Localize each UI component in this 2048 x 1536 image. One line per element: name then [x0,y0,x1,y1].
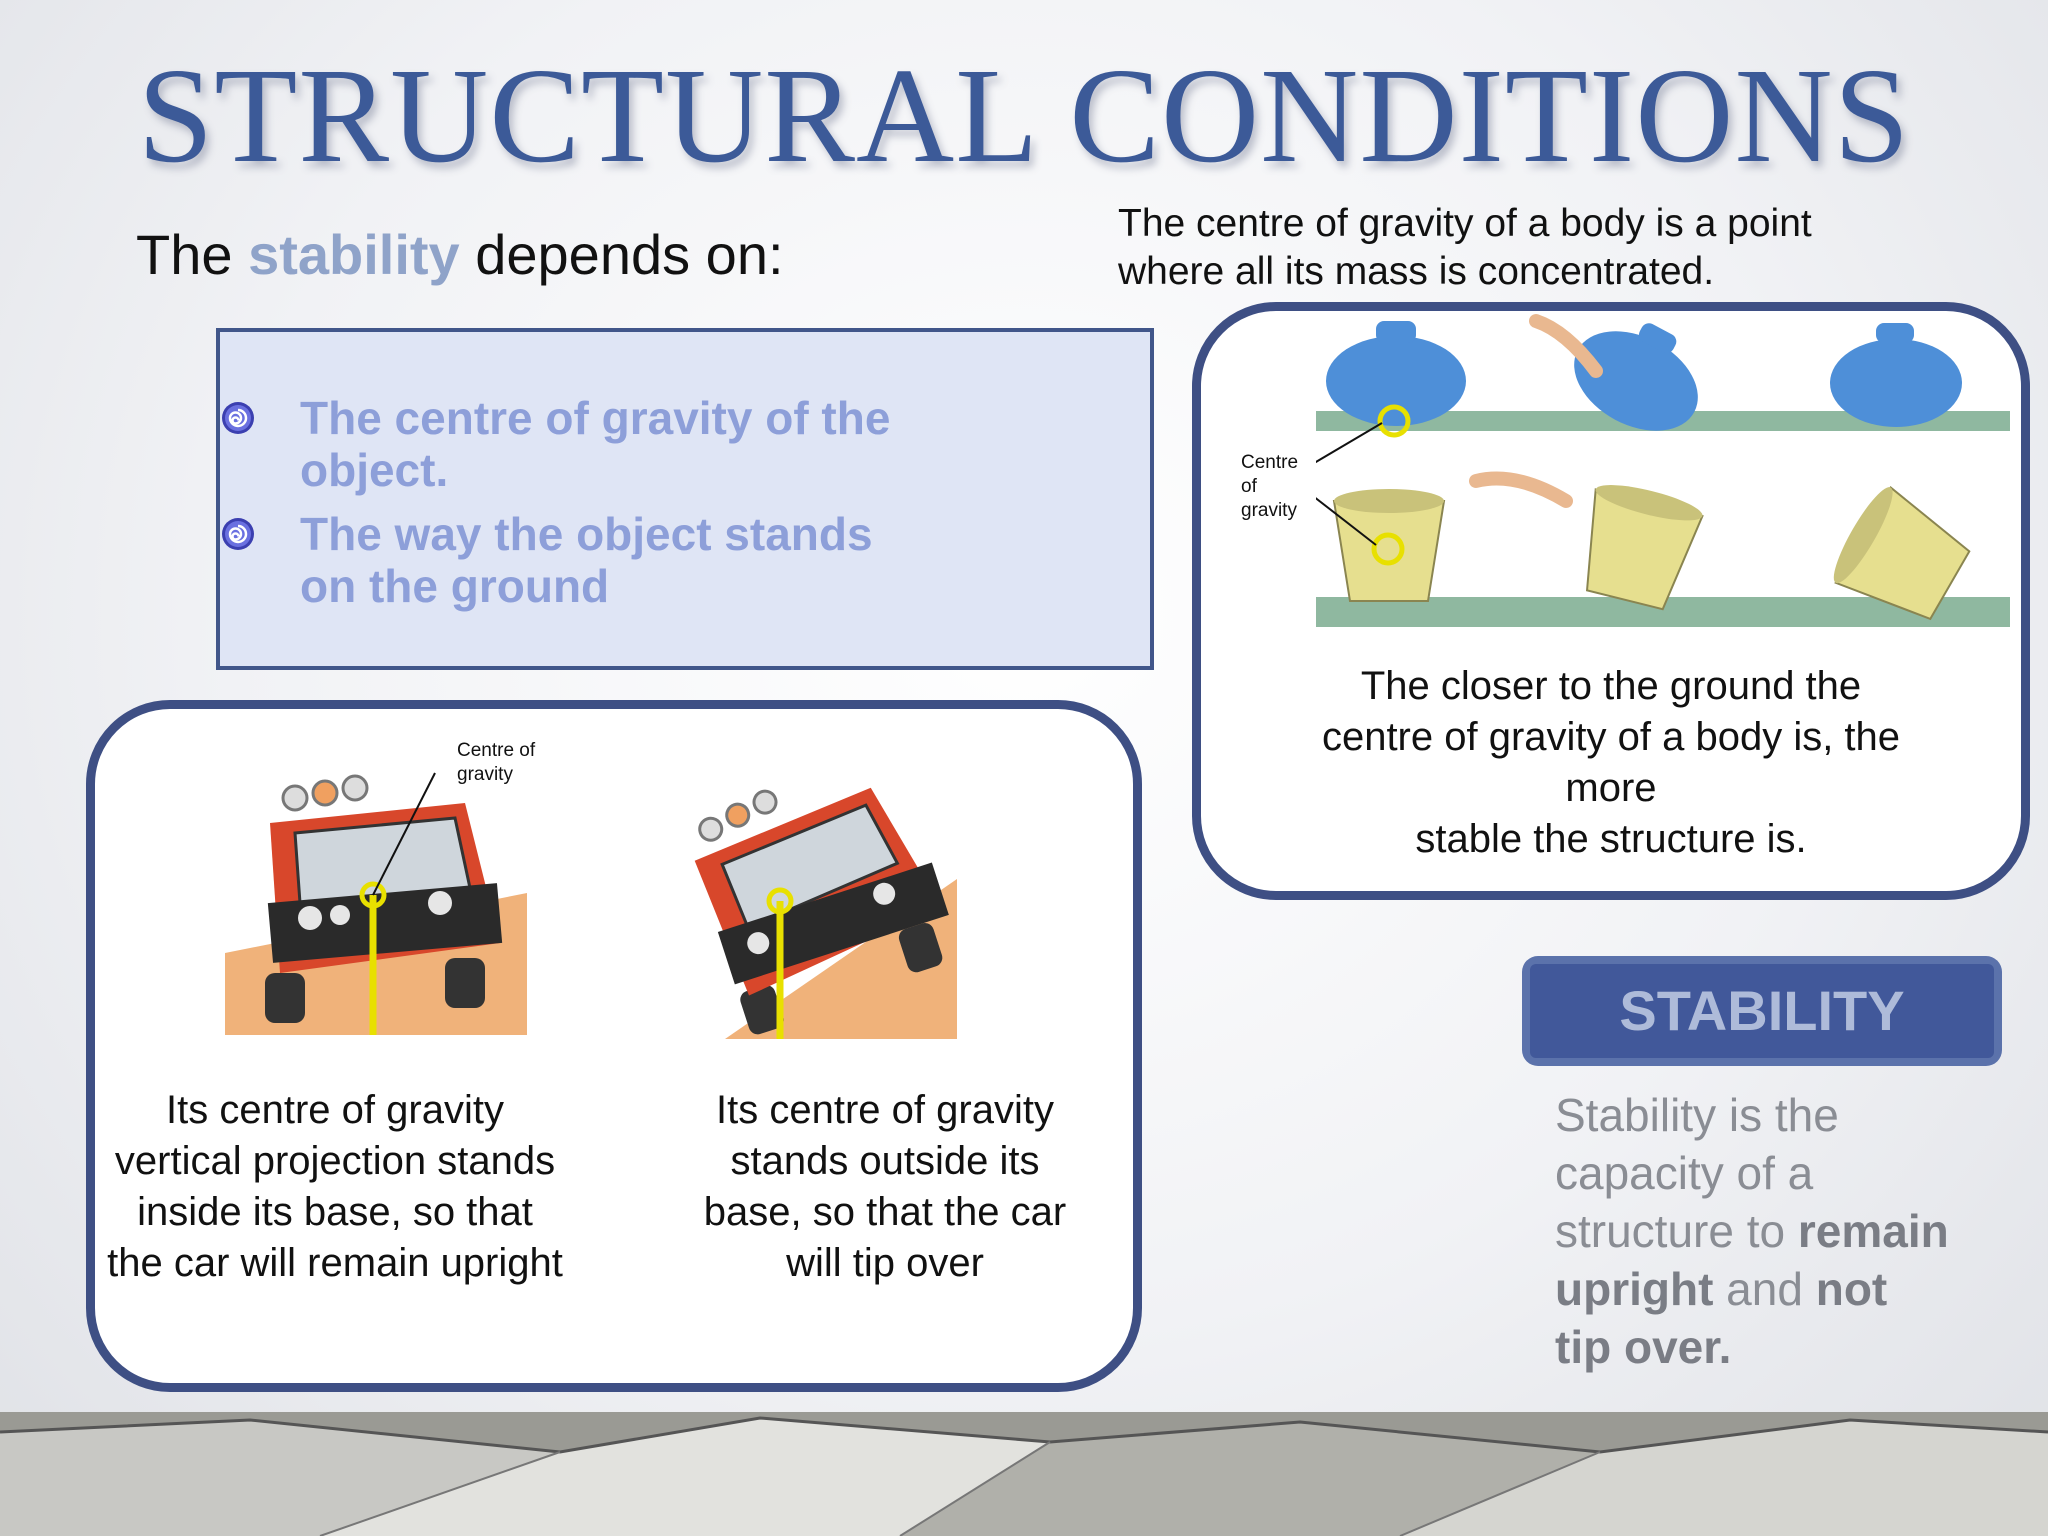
swirl-bullet-icon [222,518,254,550]
pot-cg-label-line3: gravity [1241,500,1297,521]
pots-panel: Centre of gravity The closer to the grou… [1192,302,2030,900]
car-upright-illustration [225,743,527,1035]
bullet-1-line1: The centre of gravity of the [300,392,891,444]
car-tip-caption-line4: will tip over [786,1241,984,1285]
car-cg-label-line1: Centre of [457,740,536,761]
stab-def-b1: remain [1797,1205,1949,1257]
bullet-item-2: The way the object stands on the ground [222,508,1020,612]
pots-caption-line2: centre of gravity of a body is, the [1321,715,1901,759]
stab-def-line4: upright and not [1555,1260,2025,1318]
stab-def-line5: tip over. [1555,1318,2025,1376]
car-tipping-illustration [655,759,957,1039]
pots-caption-line3: more [1565,766,1657,810]
cg-definition-line2: where all its mass is concentrated. [1118,250,1715,293]
pots-caption-line1: The closer to the ground the [1360,664,1862,708]
slide-title: STRUCTURAL CONDITIONS [137,41,1911,191]
pot-cg-label-line2: of [1241,476,1257,497]
bullet-2-line1: The way the object stands [300,508,873,560]
intro-prefix: The [136,223,249,286]
car-tip-caption-line1: Its centre of gravity [716,1088,1054,1132]
bullet-box: The centre of gravity of the object. The… [216,328,1154,670]
bullet-item-1: The centre of gravity of the object. [222,392,1020,496]
stab-def-t3: structure to [1555,1205,1798,1257]
stab-def-b4: tip over. [1555,1321,1732,1373]
cars-panel: Centre of gravity Its centre of gravity … [86,700,1142,1392]
stab-def-line3: structure to remain [1555,1202,2025,1260]
stab-def-b2: upright [1555,1263,1714,1315]
stab-def-line1: Stability is the [1555,1089,1839,1141]
car-cg-label-line2: gravity [457,764,513,785]
cg-definition: The centre of gravity of a body is a poi… [1118,200,1812,296]
bullet-2-line2: on the ground [300,560,610,612]
car-tip-caption-line2: stands outside its [730,1139,1040,1183]
stability-badge-label: STABILITY [1530,964,1994,1058]
intro-text: The stability depends on: [136,222,784,287]
car-tip-caption: Its centre of gravity stands outside its… [675,1085,1095,1289]
stab-def-b3: not [1815,1263,1888,1315]
intro-highlight: stability [248,223,460,286]
swirl-bullet-icon [222,402,254,434]
stab-def-t4: and [1713,1263,1816,1315]
car-cg-label: Centre of gravity [457,739,535,787]
footer-decoration [0,1412,2048,1536]
bullet-1-line2: object. [300,444,449,496]
stab-def-line2: capacity of a [1555,1147,1814,1199]
teapot-pot-illustration [1316,314,2010,627]
stability-definition: Stability is the capacity of a structure… [1555,1086,2025,1376]
pot-cg-label-line1: Centre [1241,452,1299,473]
cg-definition-line1: The centre of gravity of a body is a poi… [1118,202,1812,245]
pots-caption-line4: stable the structure is. [1415,817,1807,861]
pots-caption: The closer to the ground the centre of g… [1201,661,2021,865]
intro-suffix: depends on: [459,223,784,286]
car-upright-caption-line1: Its centre of gravity [166,1088,504,1132]
car-upright-caption-line4: the car will remain upright [107,1241,563,1285]
car-upright-caption: Its centre of gravity vertical projectio… [85,1085,585,1289]
pot-cg-label: Centre of gravity [1241,451,1298,523]
stability-badge: STABILITY [1522,956,2002,1066]
car-tip-caption-line3: base, so that the car [703,1190,1067,1234]
car-upright-caption-line2: vertical projection stands [114,1139,556,1183]
car-upright-caption-line3: inside its base, so that [137,1190,533,1234]
